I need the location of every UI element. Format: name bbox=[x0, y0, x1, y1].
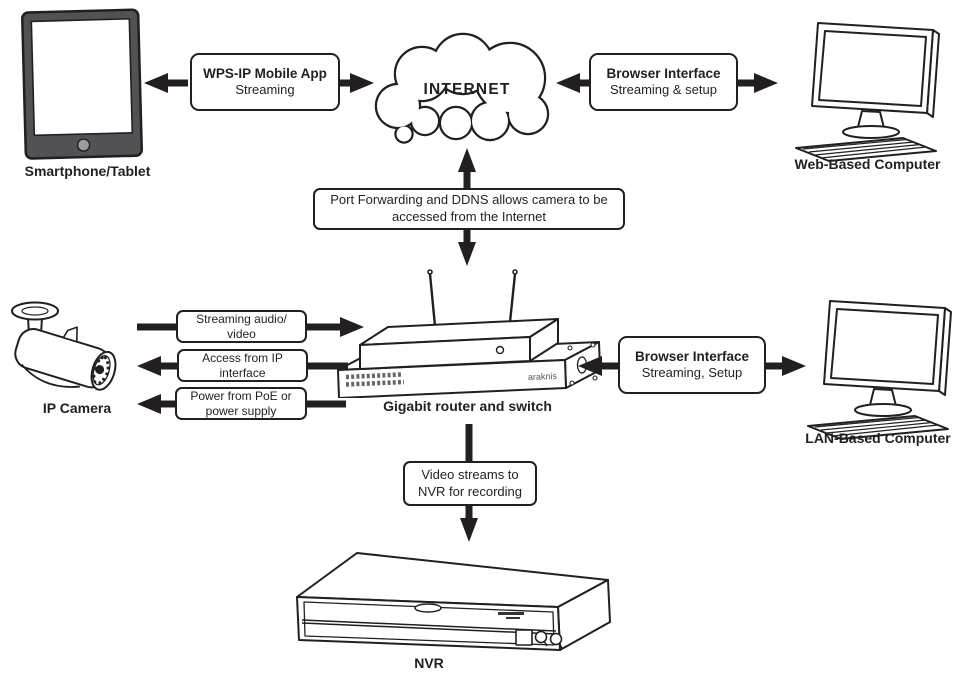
streaming-av-line2: video bbox=[227, 326, 256, 341]
nvr-icon bbox=[296, 552, 611, 651]
ip-camera-icon bbox=[11, 301, 117, 391]
wps-mobile-app-title: WPS-IP Mobile App bbox=[203, 65, 327, 81]
arrow-browser-to-web-computer bbox=[737, 73, 778, 93]
router-label: Gigabit router and switch bbox=[383, 398, 552, 414]
power-poe-box: Power from PoE or power supply bbox=[175, 387, 307, 420]
wps-mobile-app-box: WPS-IP Mobile App Streaming bbox=[190, 53, 340, 111]
streaming-av-box: Streaming audio/ video bbox=[176, 310, 307, 343]
internet-cloud-icon: INTERNET bbox=[374, 32, 550, 144]
video-to-nvr-line1: Video streams to bbox=[421, 466, 519, 482]
tablet-icon bbox=[21, 8, 143, 160]
lan-browser-interface-title: Browser Interface bbox=[634, 348, 750, 364]
video-to-nvr-line2: NVR for recording bbox=[417, 483, 523, 499]
power-poe-line1: Power from PoE or bbox=[190, 388, 292, 403]
router-switch-icon: araknis bbox=[337, 269, 601, 398]
lan-computer-label: LAN-Based Computer bbox=[805, 430, 951, 446]
nvr-label: NVR bbox=[414, 655, 444, 671]
web-computer-icon bbox=[795, 22, 940, 162]
web-browser-interface-title: Browser Interface bbox=[606, 65, 721, 81]
ip-camera-label: IP Camera bbox=[42, 400, 112, 416]
web-computer-label: Web-Based Computer bbox=[794, 156, 941, 172]
wps-mobile-app-subtitle: Streaming bbox=[235, 82, 295, 98]
streaming-av-line1: Streaming audio/ bbox=[196, 311, 287, 326]
web-browser-interface-box: Browser Interface Streaming & setup bbox=[589, 53, 738, 111]
access-ip-line1: Access from IP bbox=[202, 350, 283, 365]
video-to-nvr-box: Video streams to NVR for recording bbox=[403, 461, 537, 506]
lan-browser-interface-subtitle: Streaming, Setup bbox=[641, 365, 743, 381]
internet-text: INTERNET bbox=[423, 81, 510, 98]
access-ip-line2: interface bbox=[219, 365, 266, 380]
tablet-label: Smartphone/Tablet bbox=[24, 163, 151, 179]
lan-browser-interface-box: Browser Interface Streaming, Setup bbox=[618, 336, 766, 394]
port-forwarding-line1: Port Forwarding and DDNS allows camera t… bbox=[330, 192, 608, 208]
port-forwarding-note-box: Port Forwarding and DDNS allows camera t… bbox=[313, 188, 625, 230]
switch-brand-text: araknis bbox=[528, 371, 558, 382]
web-browser-interface-subtitle: Streaming & setup bbox=[610, 82, 717, 98]
port-forwarding-line2: accessed from the Internet bbox=[392, 209, 546, 224]
lan-computer-icon bbox=[807, 300, 952, 440]
power-poe-line2: power supply bbox=[205, 403, 277, 418]
access-ip-box: Access from IP interface bbox=[177, 349, 308, 382]
